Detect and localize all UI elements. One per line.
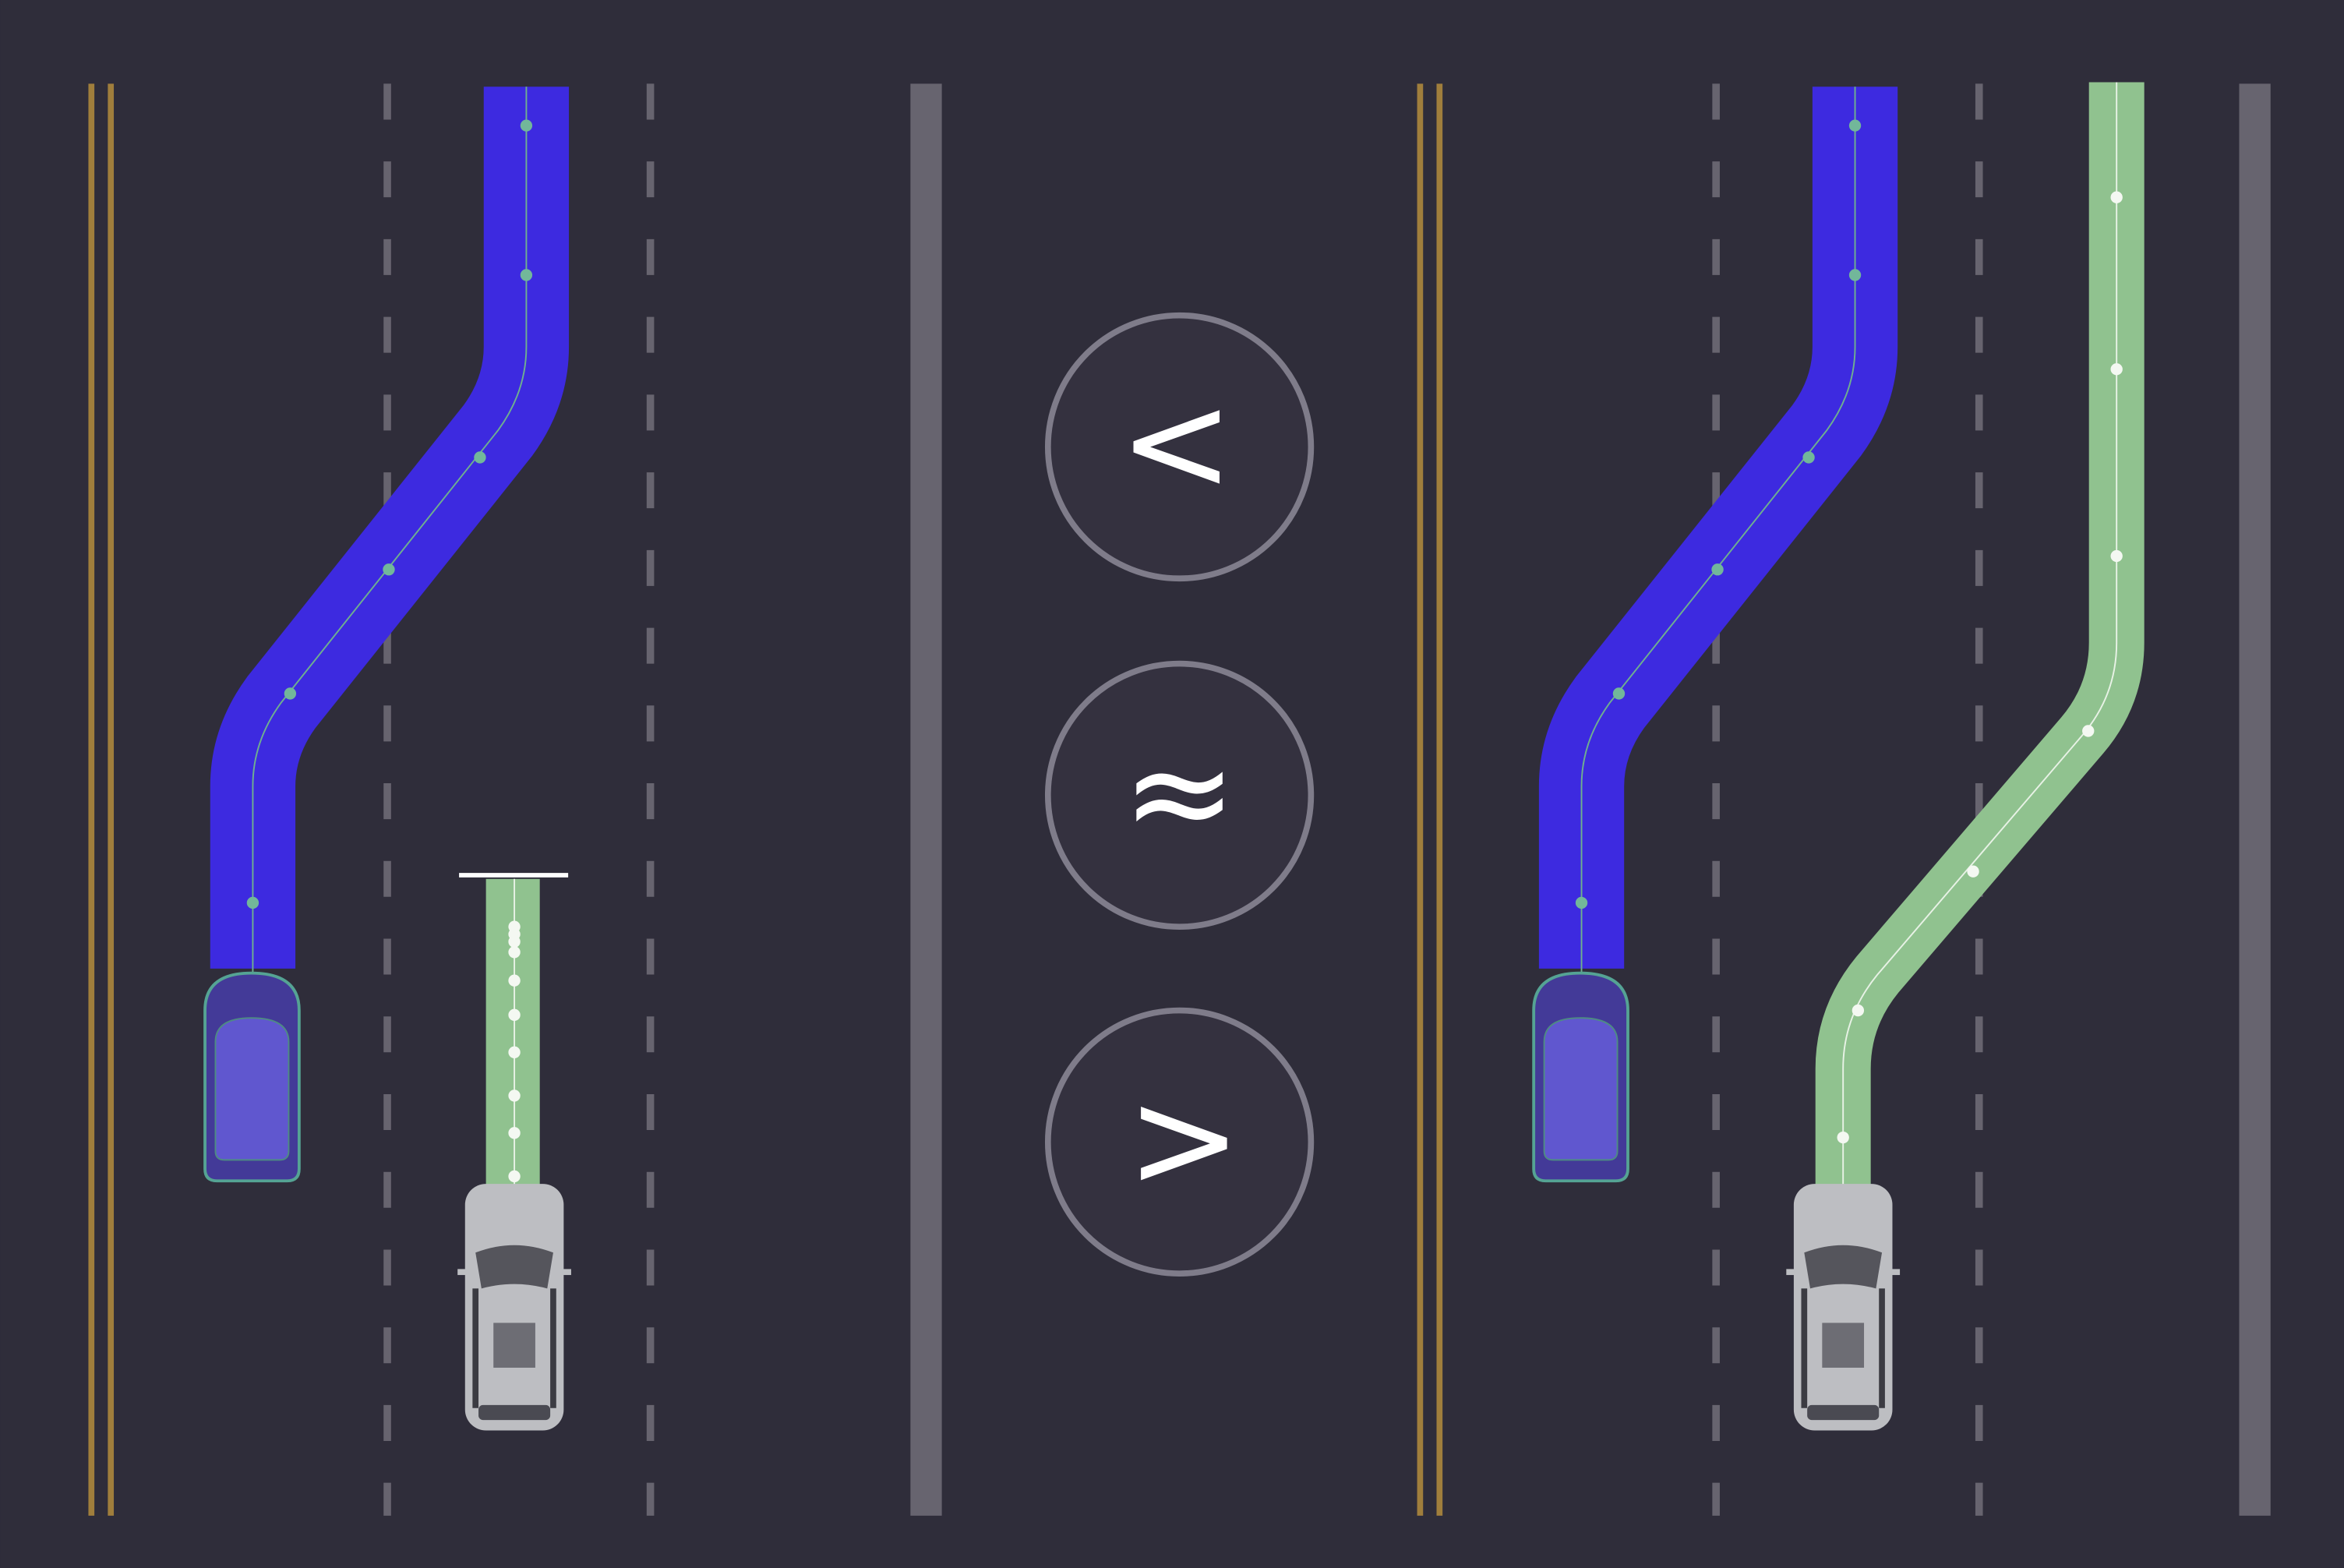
faster-button[interactable]: > <box>1044 1007 1315 1277</box>
slower-button[interactable]: < <box>1044 312 1315 582</box>
agent-vehicle <box>1532 971 1629 1183</box>
ego-waypoints <box>1837 191 2123 1144</box>
same-speed-button[interactable]: ≈ <box>1044 660 1315 931</box>
double-yellow-line <box>1417 83 1424 1516</box>
ego-waypoints <box>508 920 521 1183</box>
approximately-equal-icon: ≈ <box>1122 712 1237 873</box>
agent-vehicle <box>203 971 301 1183</box>
agent-waypoints <box>1575 119 1862 909</box>
stop-line <box>459 873 569 878</box>
ego-car <box>1786 1184 1901 1431</box>
road-edge <box>910 83 942 1516</box>
agent-waypoints <box>246 119 533 909</box>
double-yellow-line <box>1436 83 1443 1516</box>
ego-car <box>457 1184 571 1431</box>
less-than-icon: < <box>1119 362 1234 523</box>
ego-path-centerline <box>1842 82 2118 1185</box>
right-scenario-panel <box>1417 82 2271 1516</box>
speed-controls: < ≈ > <box>1044 312 1315 1277</box>
greater-than-icon: > <box>1126 1059 1241 1220</box>
left-scenario-panel <box>88 83 942 1516</box>
road-edge <box>2239 83 2271 1516</box>
double-yellow-line <box>108 83 115 1516</box>
double-yellow-line <box>88 83 95 1516</box>
